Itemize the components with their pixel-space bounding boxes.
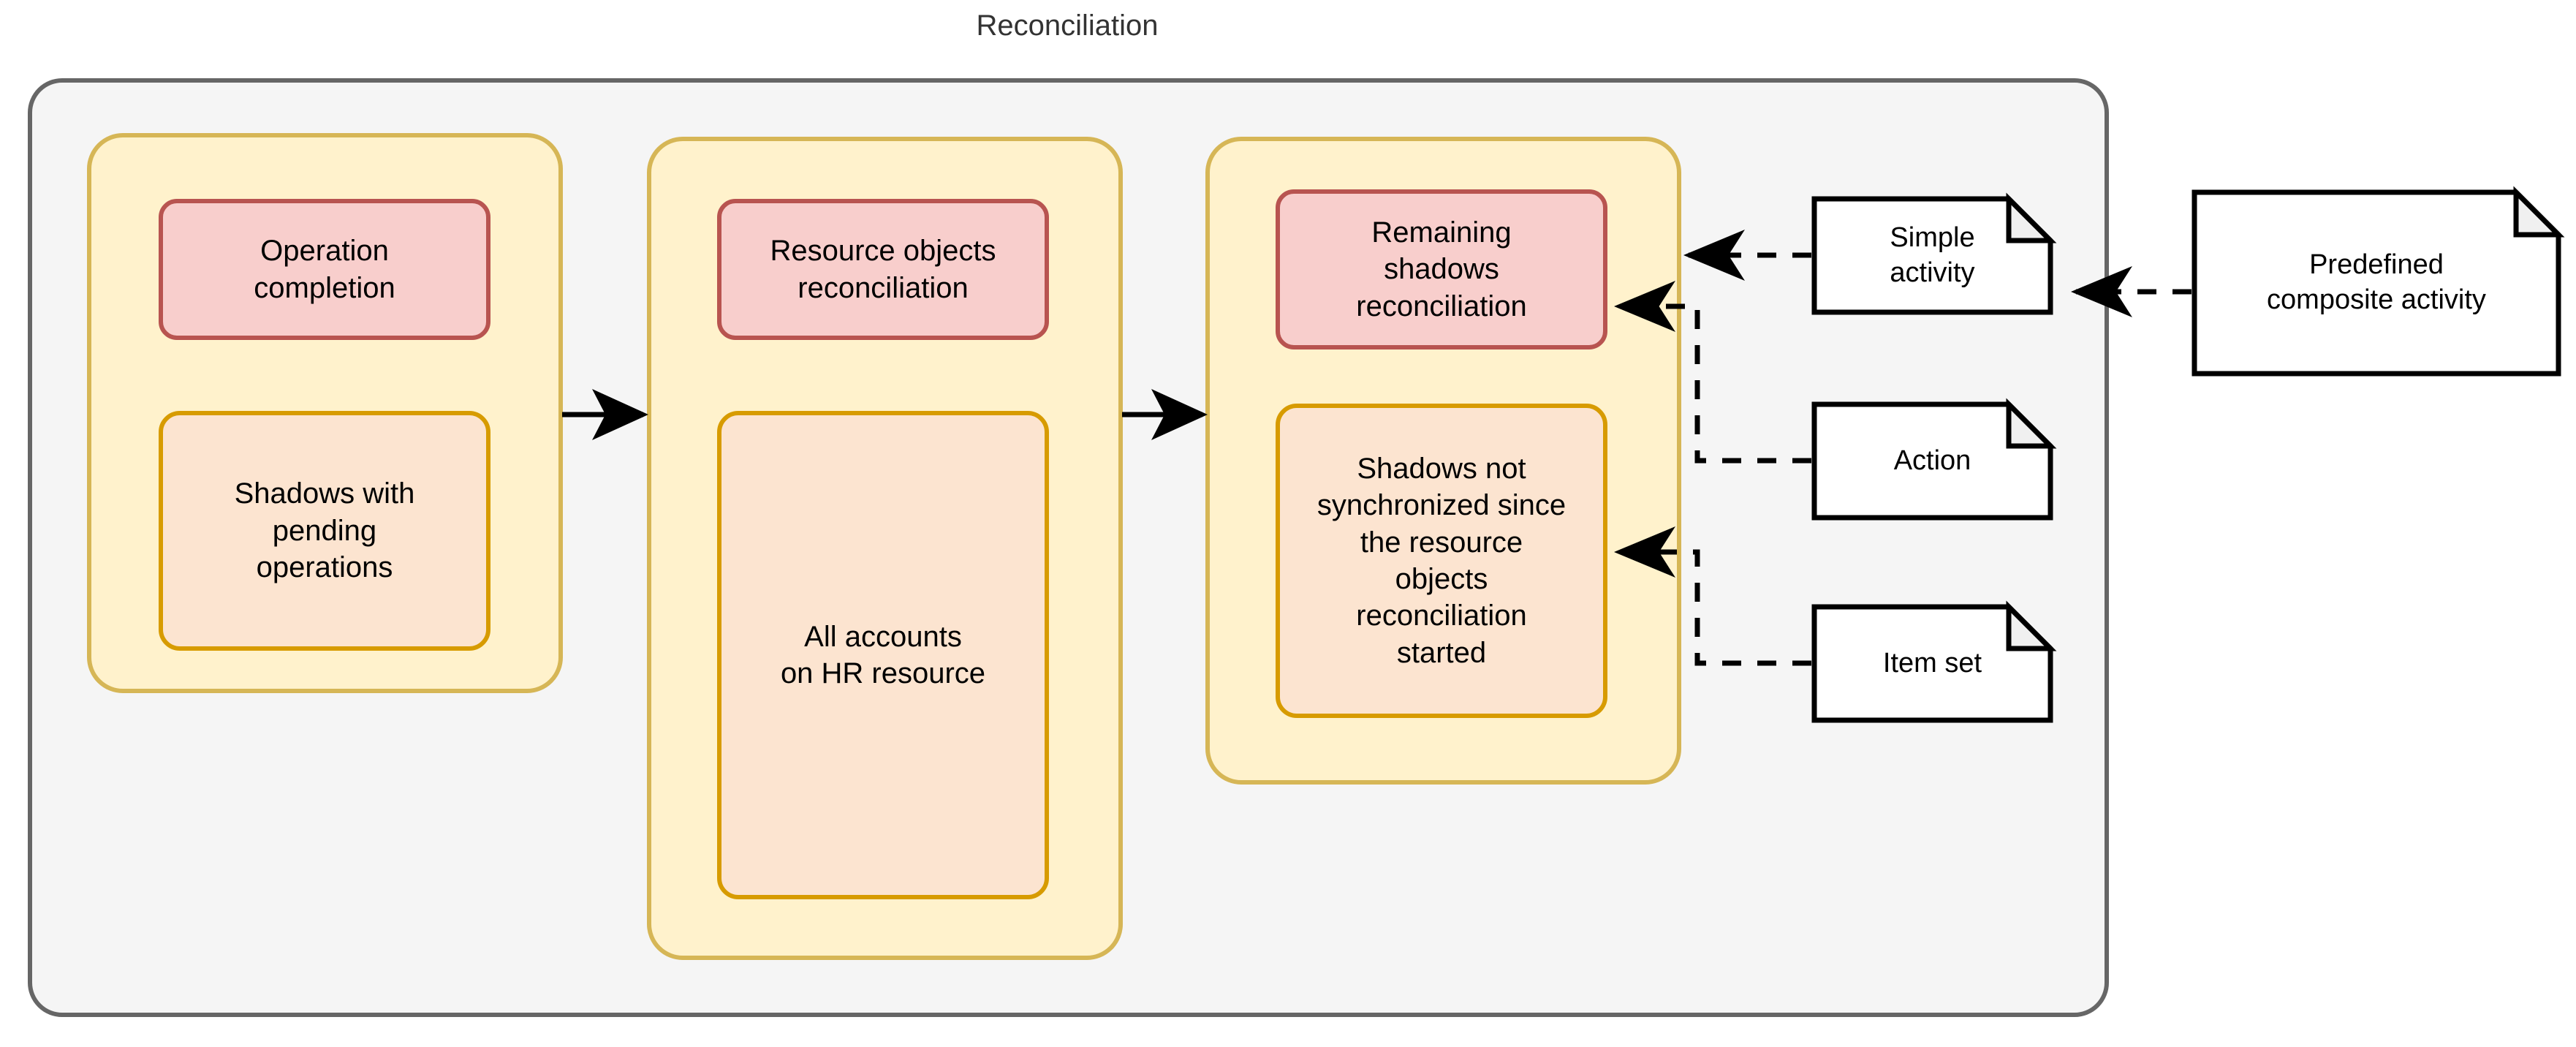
note-item-set[interactable] (1811, 604, 2053, 723)
note-action-fold-icon (2006, 398, 2057, 449)
note-simple-activity[interactable] (1811, 196, 2053, 315)
activity-resource-objects-reconciliation[interactable] (717, 199, 1049, 340)
itemset-shadows-not-synchronized[interactable] (1276, 404, 1607, 718)
note-predefined-composite-activity-fold-icon (2513, 186, 2565, 238)
note-simple-activity-fold-icon (2006, 192, 2057, 243)
link-action-to-remaining-shadows-reconciliation (1614, 281, 1811, 464)
activity-remaining-shadows-reconciliation[interactable] (1276, 189, 1607, 349)
itemset-shadows-with-pending-operations[interactable] (159, 411, 490, 651)
link-item-set-to-shadows-not-synchronized (1614, 526, 1811, 666)
note-item-set-fold-icon (2006, 600, 2057, 651)
itemset-all-accounts-on-hr-resource[interactable] (717, 411, 1049, 899)
activity-operation-completion[interactable] (159, 199, 490, 340)
note-predefined-composite-activity[interactable] (2192, 189, 2561, 377)
note-action[interactable] (1811, 401, 2053, 521)
